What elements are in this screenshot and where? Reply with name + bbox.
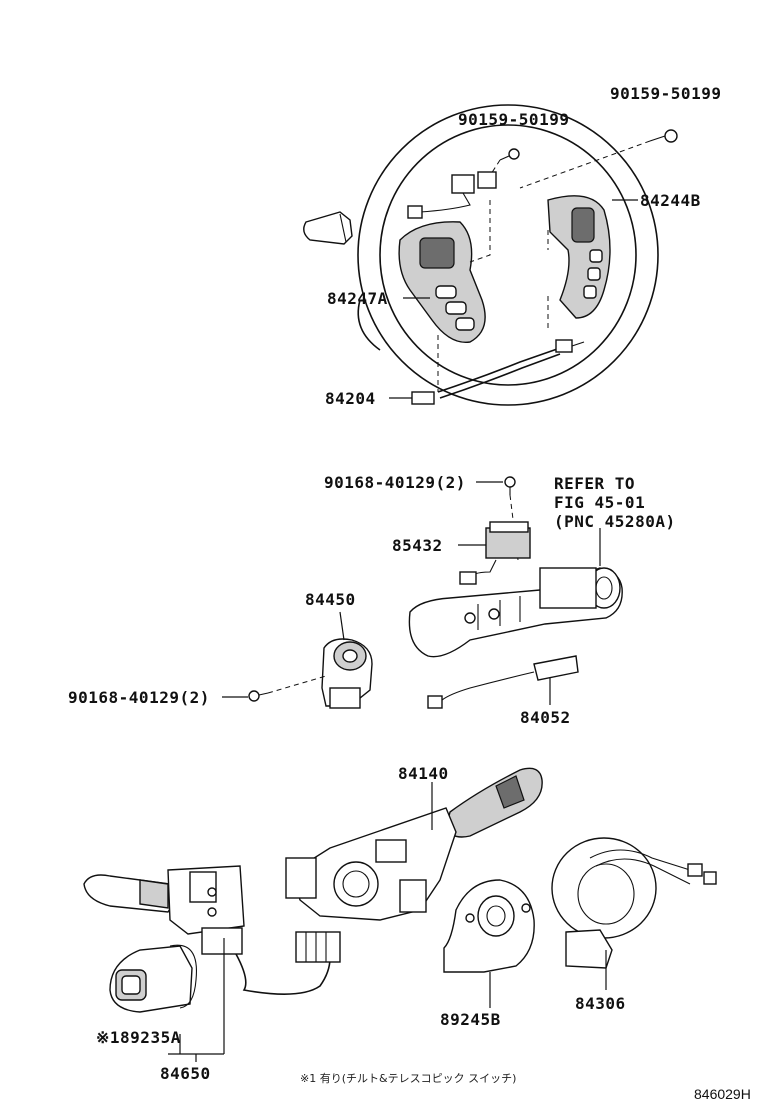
dash-line-screw-mid [483, 159, 501, 186]
spiral-cable-84306 [551, 837, 717, 990]
connector-top [407, 171, 497, 219]
label-89235A: ※189235A [96, 1028, 181, 1047]
label-84650: 84650 [160, 1064, 211, 1083]
screw-90159-50199-right [649, 129, 678, 143]
screw-90159-50199-mid [499, 148, 520, 161]
label-84450: 84450 [305, 590, 356, 609]
switch-84244B [547, 195, 611, 319]
left-lever-switch [83, 865, 245, 955]
label-refer-line1: REFER TO [554, 474, 636, 493]
label-84244B: 84244B [640, 191, 701, 210]
label-84247A: 84247A [327, 289, 388, 308]
combination-switch-84140 [285, 767, 543, 921]
figure-code: 846029H [694, 1086, 751, 1102]
label-90168-40129-top: 90168-40129(2) [324, 473, 466, 492]
label-85432: 85432 [392, 536, 443, 555]
label-84204: 84204 [325, 389, 376, 408]
spiral-89245B [443, 879, 535, 1008]
tilt-switch-89235A [109, 944, 198, 1013]
dash-line-screw-right [519, 140, 651, 189]
label-90159-50199-right: 90159-50199 [610, 84, 722, 103]
screw-90168-40129-left [222, 675, 327, 702]
footnote: ※1 有り(チルト&テレスコピック スイッチ) [300, 1072, 517, 1085]
steering-wheel [303, 104, 659, 406]
bracket-84650 [168, 938, 225, 1062]
connector-lower [295, 931, 341, 963]
label-refer-line3: (PNC 45280A) [554, 512, 676, 531]
label-84306: 84306 [575, 994, 626, 1013]
label-84052: 84052 [520, 708, 571, 727]
dash-line-left-switch [469, 200, 491, 263]
wire-harness [235, 953, 331, 995]
column-housing [408, 528, 623, 658]
switch-84247A [398, 221, 486, 344]
label-90168-40129-left: 90168-40129(2) [68, 688, 210, 707]
unit-85432 [458, 521, 531, 585]
sensor-84052 [427, 655, 579, 709]
ignition-84450 [321, 611, 373, 709]
label-84140: 84140 [398, 764, 449, 783]
label-90159-50199-mid: 90159-50199 [458, 110, 570, 129]
label-refer-line2: FIG 45-01 [554, 493, 646, 512]
label-89245B: 89245B [440, 1010, 501, 1029]
